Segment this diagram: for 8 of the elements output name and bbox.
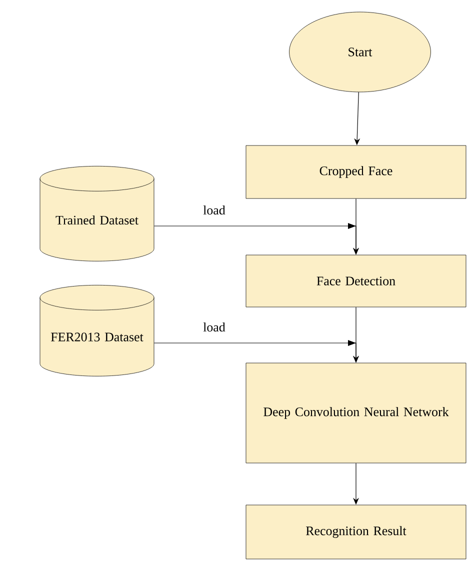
database-cylinder: Trained Dataset: [40, 166, 154, 262]
process-box: Recognition Result: [246, 504, 466, 560]
edge-label: load: [203, 322, 226, 332]
process-box: Face Detection: [246, 254, 466, 308]
database-cylinder: FER2013 Dataset: [40, 284, 154, 376]
edge-label: load: [203, 205, 226, 215]
process-box: Cropped Face: [246, 145, 466, 199]
process-box: Deep Convolution Neural Network: [246, 362, 466, 464]
